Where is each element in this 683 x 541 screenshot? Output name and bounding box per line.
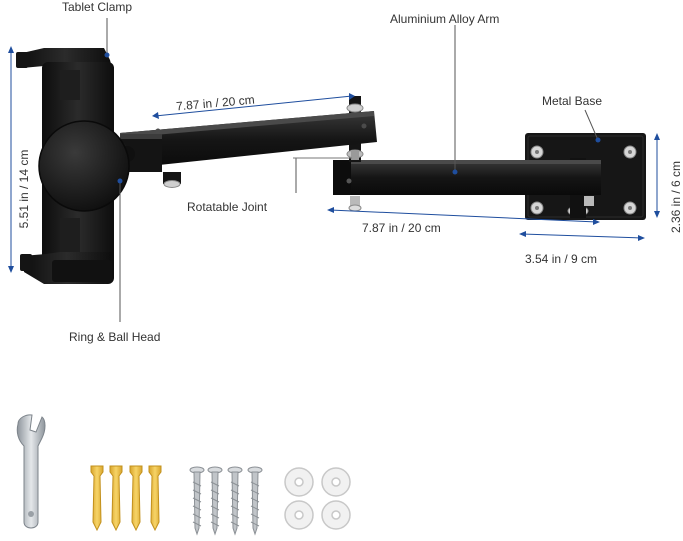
dimension-lines [8,46,660,273]
label-ring-ball-head: Ring & Ball Head [69,330,161,344]
lower-arm [333,160,601,212]
wall-anchors [90,465,162,532]
label-aluminium-arm: Aluminium Alloy Arm [390,12,500,26]
callout-leaders [104,18,601,322]
dim-base-width: 3.54 in / 9 cm [525,252,598,266]
label-metal-base: Metal Base [542,94,603,108]
dim-lower-arm-length: 7.87 in / 20 cm [362,221,441,235]
base-screw-holes [530,145,637,215]
label-rotatable-joint: Rotatable Joint [187,200,268,214]
tablet-clamp [16,48,135,284]
wrench [16,414,46,529]
dim-base-height: 2.36 in / 6 cm [669,160,683,234]
screws [189,466,263,536]
accessories [16,414,351,536]
washers [284,467,351,530]
dim-clamp-height: 5.51 in / 14 cm [17,149,31,229]
label-tablet-clamp: Tablet Clamp [62,0,133,14]
